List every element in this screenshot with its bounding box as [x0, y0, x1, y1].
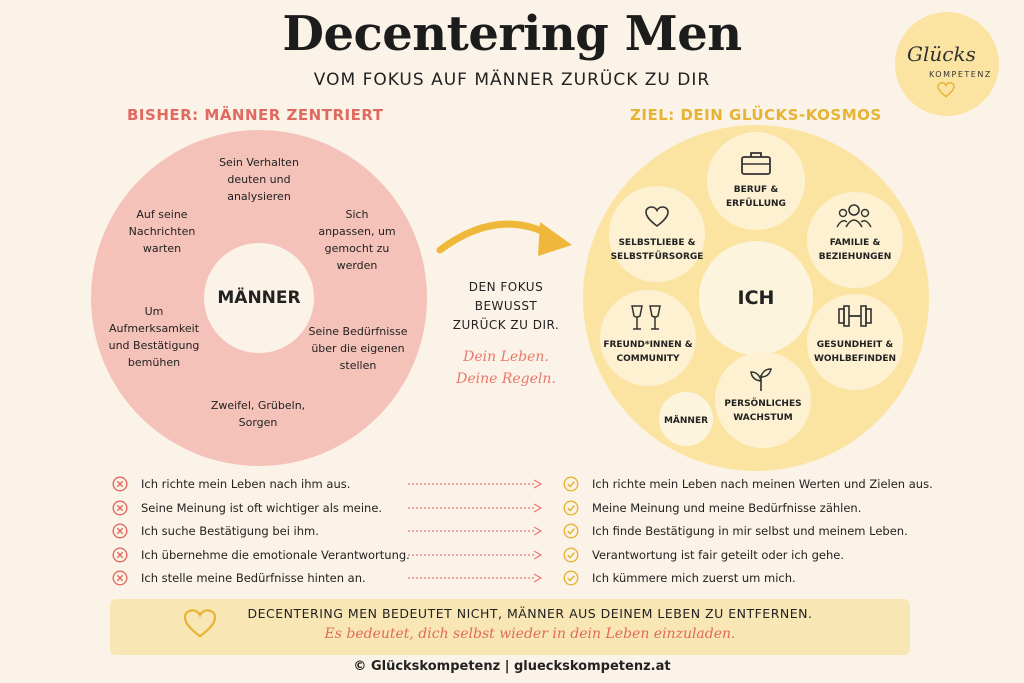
heart-icon: [645, 206, 669, 228]
sprout-icon: [750, 368, 772, 391]
logo: Glücks KOMPETENZ: [895, 12, 999, 116]
before-text: Ich suche Bestätigung bei ihm.: [141, 524, 319, 538]
right-center-label: ICH: [737, 287, 775, 309]
logo-sub: KOMPETENZ: [929, 70, 992, 79]
node-gesundheit: [807, 294, 903, 390]
check-icon: [563, 547, 579, 563]
dumbbell-icon: [838, 305, 872, 327]
node-maenner-small: [659, 392, 713, 446]
right-item: GESUNDHEIT & WOHLBEFINDEN: [813, 340, 897, 364]
check-icon: [563, 570, 579, 586]
logo-heart-icon: [937, 82, 955, 98]
dotted-arrow: [408, 550, 543, 560]
dotted-arrow: [408, 526, 543, 536]
briefcase-icon: [741, 152, 771, 175]
after-text: Ich richte mein Leben nach meinen Werten…: [592, 477, 933, 491]
left-center-hole: [204, 243, 314, 353]
right-item: PERSÖNLICHES WACHSTUM: [724, 399, 802, 423]
left-center-label: MÄNNER: [217, 288, 301, 308]
page-subtitle: VOM FOKUS AUF MÄNNER ZURÜCK ZU DIR: [313, 70, 711, 90]
left-item: Sein Verhalten deuten und analysieren: [219, 156, 299, 203]
dotted-arrow: [408, 503, 543, 513]
middle-line: DEN FOKUS: [468, 280, 544, 294]
left-item: Sich anpassen, um gemocht zu werden: [318, 208, 396, 272]
left-item: Um Aufmerksamkeit und Bestätigung bemühe…: [108, 305, 200, 369]
middle-line: ZURÜCK ZU DIR.: [452, 318, 560, 332]
node-freunde: [600, 290, 696, 386]
cross-icon: [112, 500, 128, 516]
after-text: Ich finde Bestätigung in mir selbst und …: [592, 524, 908, 538]
before-text: Ich richte mein Leben nach ihm aus.: [141, 477, 351, 491]
left-heading: BISHER: MÄNNER ZENTRIERT: [127, 106, 384, 124]
node-wachstum: [715, 352, 811, 448]
middle-text: DEN FOKUS BEWUSST ZURÜCK ZU DIR.: [436, 278, 576, 335]
right-center: [699, 241, 813, 355]
page-title: Decentering Men: [282, 6, 742, 62]
left-item: Zweifel, Grübeln, Sorgen: [210, 399, 306, 429]
dotted-arrow: [408, 479, 543, 489]
right-item: SELBSTLIEBE & SELBSTFÜRSORGE: [610, 238, 704, 262]
node-selbstliebe: [609, 186, 705, 282]
footer: © Glückskompetenz | glueckskompetenz.at: [353, 659, 671, 674]
cross-icon: [112, 570, 128, 586]
check-icon: [563, 476, 579, 492]
cross-icon: [112, 523, 128, 539]
script-line: Deine Regeln.: [456, 371, 556, 387]
curved-arrow-head: [538, 222, 572, 256]
logo-script: Glücks: [907, 42, 976, 66]
right-item: FAMILIE & BEZIEHUNGEN: [818, 238, 892, 262]
right-heading: ZIEL: DEIN GLÜCKS-KOSMOS: [630, 106, 882, 124]
script-line: Dein Leben.: [463, 349, 549, 365]
banner-heart-icon: [183, 609, 217, 638]
check-icon: [563, 523, 579, 539]
node-beruf: [707, 132, 805, 230]
node-familie: [807, 192, 903, 288]
banner-line-2: Es bedeutet, dich selbst wieder in dein …: [324, 626, 736, 642]
left-item: Seine Bedürfnisse über die eigenen stell…: [308, 325, 408, 372]
check-icon: [563, 500, 579, 516]
glasses-icon: [631, 305, 661, 330]
before-text: Ich übernehme die emotionale Verantwortu…: [141, 548, 410, 562]
before-text: Seine Meinung ist oft wichtiger als mein…: [141, 501, 383, 515]
cross-icon: [112, 476, 128, 492]
dotted-arrow: [408, 573, 543, 583]
people-icon: [836, 204, 872, 228]
right-small-label: MÄNNER: [663, 416, 709, 426]
middle-line: BEWUSST: [474, 299, 538, 313]
after-text: Meine Meinung und meine Bedürfnisse zähl…: [592, 501, 862, 515]
middle-script: Dein Leben. Deine Regeln.: [436, 346, 576, 390]
right-item: BERUF & ERFÜLLUNG: [726, 185, 786, 209]
before-text: Ich stelle meine Bedürfnisse hinten an.: [141, 571, 366, 585]
after-text: Ich kümmere mich zuerst um mich.: [592, 571, 796, 585]
banner: [110, 599, 910, 655]
left-item: Auf seine Nachrichten warten: [128, 208, 196, 255]
cross-icon: [112, 547, 128, 563]
after-text: Verantwortung ist fair geteilt oder ich …: [592, 548, 845, 562]
right-item: FREUND*INNEN & COMMUNITY: [603, 340, 693, 364]
banner-line-1: DECENTERING MEN BEDEUTET NICHT, MÄNNER A…: [247, 606, 813, 621]
